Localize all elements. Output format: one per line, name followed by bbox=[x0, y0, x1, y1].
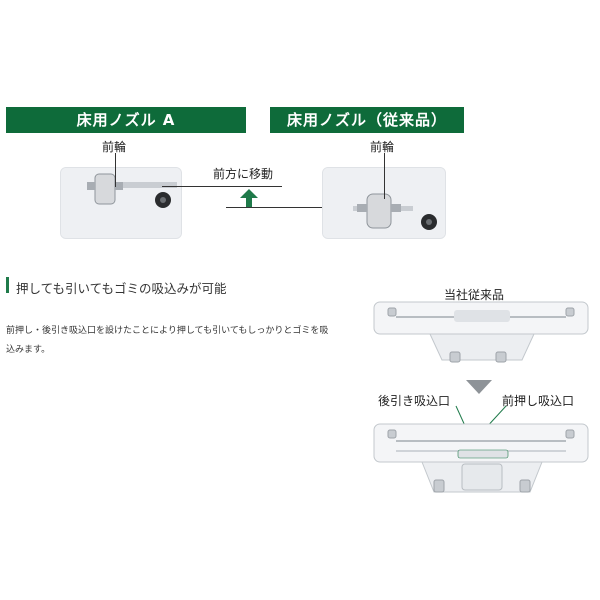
banner-floor-nozzle-a: 床用ノズル A bbox=[6, 107, 246, 133]
conventional-nozzle-illustration bbox=[372, 300, 592, 370]
conventional-nozzle-drawing bbox=[373, 301, 589, 363]
section-description: 前押し・後引き吸込口を設けたことにより押しても引いてもしっかりとゴミを吸 込みま… bbox=[6, 322, 356, 360]
nozzle-a-photo bbox=[60, 167, 182, 239]
nozzle-a-drawing bbox=[61, 168, 181, 238]
nozzle-conventional-drawing bbox=[323, 168, 445, 238]
description-line-2: 込みます。 bbox=[6, 345, 51, 355]
front-inlet-label: 前押し吸込口 bbox=[502, 394, 575, 408]
pointer-line-right bbox=[384, 153, 385, 199]
nozzle-conventional-photo bbox=[322, 167, 446, 239]
section-accent-bar bbox=[6, 277, 9, 293]
down-arrow-icon bbox=[466, 380, 492, 394]
nozzle-a-bottom-drawing bbox=[373, 423, 589, 493]
conventional-product-label: 当社従来品 bbox=[444, 288, 505, 302]
description-line-1: 前押し・後引き吸込口を設けたことにより押しても引いてもしっかりとゴミを吸 bbox=[6, 326, 329, 336]
section-title: 押しても引いてもゴミの吸込みが可能 bbox=[16, 281, 227, 296]
move-arrow-icon bbox=[240, 189, 258, 207]
front-wheel-label-left: 前輪 bbox=[102, 140, 127, 154]
front-wheel-label-right: 前輪 bbox=[370, 140, 395, 154]
moved-forward-label: 前方に移動 bbox=[213, 167, 274, 181]
new-position-line bbox=[226, 207, 356, 208]
nozzle-a-bottom-illustration bbox=[372, 420, 592, 498]
old-position-line bbox=[162, 186, 282, 187]
banner-floor-nozzle-conventional: 床用ノズル（従来品） bbox=[270, 107, 464, 133]
pointer-line-left bbox=[115, 153, 116, 187]
rear-inlet-label: 後引き吸込口 bbox=[378, 394, 451, 408]
